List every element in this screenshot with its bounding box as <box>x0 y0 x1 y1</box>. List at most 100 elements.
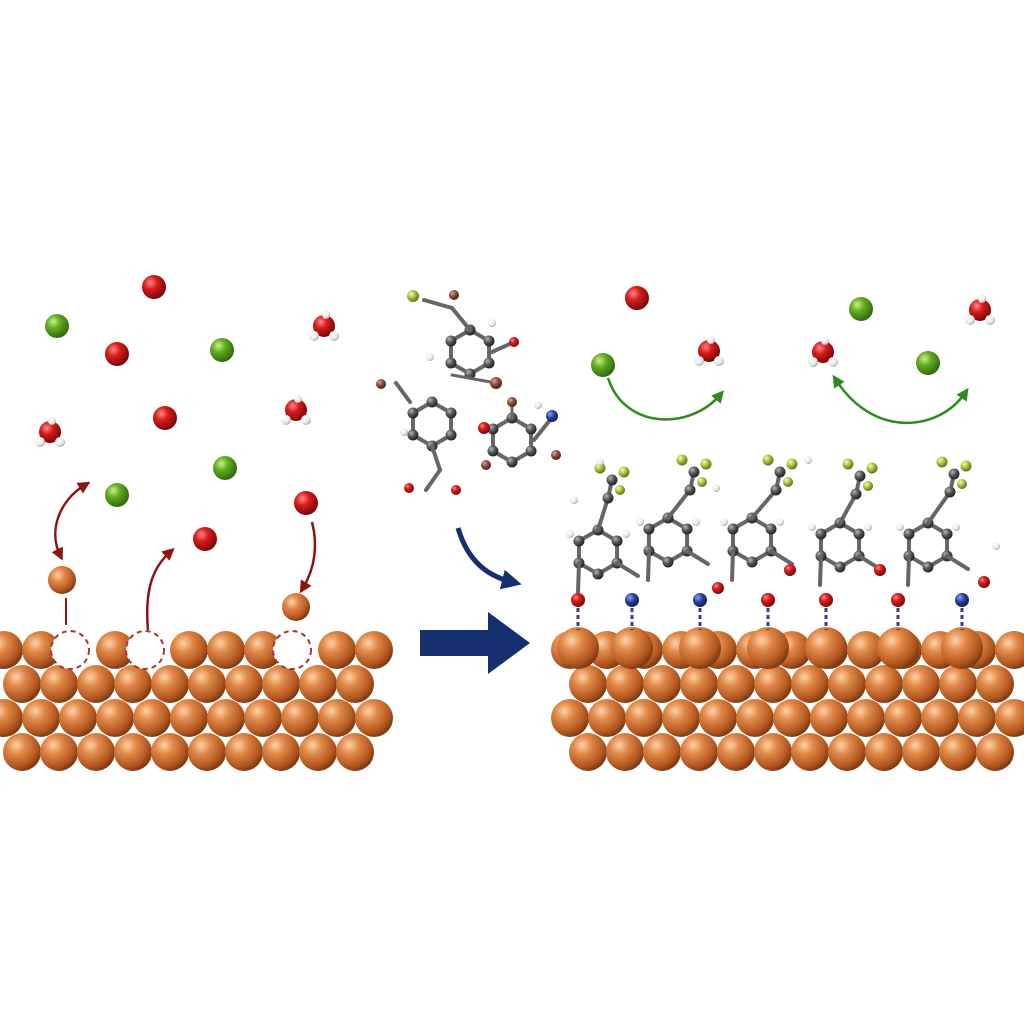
copper-atom <box>662 699 700 737</box>
copper-atom <box>225 733 263 771</box>
carbon-atom <box>525 445 537 457</box>
copper-atom <box>244 631 282 669</box>
vacancy-site <box>50 630 90 670</box>
bond <box>596 496 610 532</box>
copper-atom <box>299 733 337 771</box>
chloride-ion <box>45 314 69 338</box>
copper-ion <box>48 566 76 594</box>
oxygen-atom <box>313 315 335 337</box>
copper-atom <box>151 733 189 771</box>
fluorine-atom <box>960 460 972 472</box>
oxygen-atom <box>404 483 414 493</box>
water-molecule <box>965 295 995 325</box>
oxygen-atom <box>812 341 834 363</box>
hydroxide-ion <box>105 342 129 366</box>
carbon-atom <box>407 429 419 441</box>
copper-atom <box>318 699 356 737</box>
oxygen-atom <box>698 340 720 362</box>
copper-atom <box>810 699 848 737</box>
copper-atom <box>680 665 718 703</box>
hydrogen-atom <box>400 428 408 436</box>
hydrogen-atom <box>55 437 65 447</box>
copper-atom <box>939 665 977 703</box>
fluorine-atom <box>676 454 688 466</box>
bond <box>576 561 581 594</box>
fluorine-atom <box>866 462 878 474</box>
copper-atom <box>3 665 41 703</box>
copper-atom <box>717 733 755 771</box>
carbonyl-oxygen-atom <box>712 582 724 594</box>
nitrogen-anchor-atom <box>955 593 969 607</box>
carbon-atom <box>944 486 956 498</box>
hydrogen-atom <box>720 518 728 526</box>
hydrogen-atom <box>48 417 56 425</box>
copper-atom <box>170 631 208 669</box>
bond <box>838 492 858 525</box>
carbon-atom <box>727 523 739 535</box>
hydrogen-atom <box>281 415 291 425</box>
copper-atom <box>318 631 356 669</box>
carbon-atom <box>445 407 457 419</box>
bond <box>730 549 735 582</box>
hydroxide-ion <box>142 275 166 299</box>
green-arrow-1 <box>606 377 725 421</box>
carbonyl-oxygen-atom <box>978 576 990 588</box>
repulsion-arrows <box>606 374 969 425</box>
water-molecule <box>281 395 311 425</box>
carbon-atom <box>573 535 585 547</box>
carbon-atom <box>688 466 700 478</box>
bond <box>646 549 651 582</box>
copper-atom <box>188 665 226 703</box>
copper-atom <box>262 665 300 703</box>
anchor-copper-atom <box>679 627 721 669</box>
bond <box>769 549 794 566</box>
copper-ion <box>282 593 310 621</box>
carbon-atom <box>506 456 518 468</box>
hydrogen-atom <box>566 530 574 538</box>
anchor-copper-atom <box>557 627 599 669</box>
copper-atom <box>995 631 1024 669</box>
copper-atom <box>40 733 78 771</box>
copper-atom <box>884 699 922 737</box>
anchor-copper-atom <box>805 627 847 669</box>
carbon-atom <box>483 335 495 347</box>
bond <box>394 381 412 404</box>
fluorine-atom <box>618 466 630 478</box>
copper-atom <box>828 665 866 703</box>
fluorine-atom <box>407 290 419 302</box>
copper-atom <box>865 665 903 703</box>
fluorine-atom <box>786 458 798 470</box>
carbon-atom <box>426 396 438 408</box>
fluorine-atom <box>957 479 967 489</box>
hydrogen-atom <box>636 518 644 526</box>
copper-atom <box>170 699 208 737</box>
red-arrow-3 <box>299 521 317 594</box>
hydrogen-atom <box>301 415 311 425</box>
carbon-atom <box>445 335 457 347</box>
right-arrow <box>420 612 530 674</box>
copper-atom <box>717 665 755 703</box>
hydrogen-atom <box>694 356 704 366</box>
hydrogen-atom <box>707 336 715 344</box>
oxygen-atom <box>285 399 307 421</box>
bond <box>818 554 823 587</box>
copper-atom <box>299 665 337 703</box>
nitrogen-anchor-atom <box>625 593 639 607</box>
curved-arrow <box>455 527 522 590</box>
carbon-atom <box>525 423 537 435</box>
carbon-atom <box>948 468 960 480</box>
copper-atom <box>643 733 681 771</box>
carbon-atom <box>606 474 618 486</box>
fluorine-atom <box>697 477 707 487</box>
oxygen-anchor-atom <box>819 593 833 607</box>
anchor-copper-atom <box>747 627 789 669</box>
carbon-atom <box>445 357 457 369</box>
fluorine-atom <box>700 458 712 470</box>
oxygen-atom <box>509 337 519 347</box>
hydrogen-atom <box>808 523 816 531</box>
hydrogen-atom <box>896 523 904 531</box>
hydroxide-ion <box>294 491 318 515</box>
adsorbed-inhibitor-molecule <box>566 462 640 594</box>
chloride-ion <box>916 351 940 375</box>
carbon-atom <box>483 357 495 369</box>
